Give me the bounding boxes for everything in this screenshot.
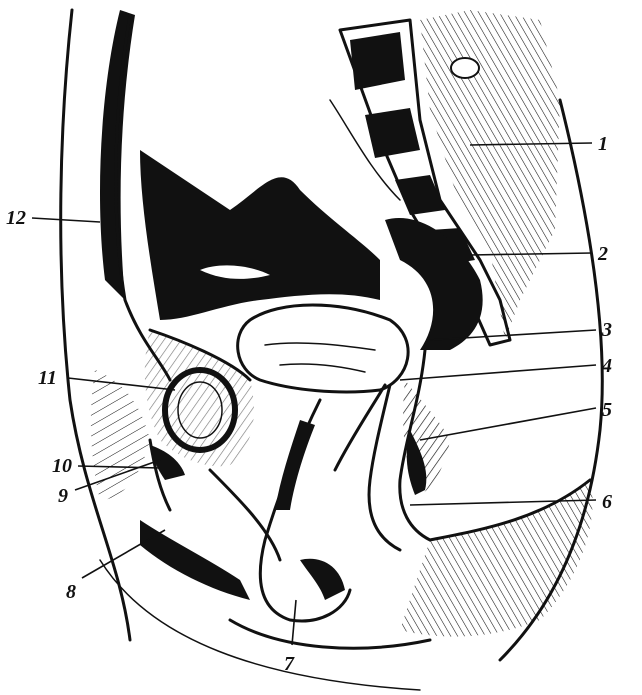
- label-10: 10: [52, 455, 72, 477]
- label-11: 11: [38, 367, 57, 389]
- uterus: [238, 305, 408, 470]
- label-5: 5: [602, 399, 612, 421]
- label-8: 8: [66, 581, 76, 603]
- label-9: 9: [58, 485, 68, 507]
- label-7: 7: [284, 653, 295, 675]
- label-4: 4: [601, 355, 612, 377]
- intestines-mass: [140, 150, 380, 320]
- label-6: 6: [602, 491, 612, 513]
- label-2: 2: [597, 243, 608, 265]
- label-1: 1: [598, 133, 608, 155]
- label-12: 12: [6, 207, 26, 229]
- label-3: 3: [601, 319, 612, 341]
